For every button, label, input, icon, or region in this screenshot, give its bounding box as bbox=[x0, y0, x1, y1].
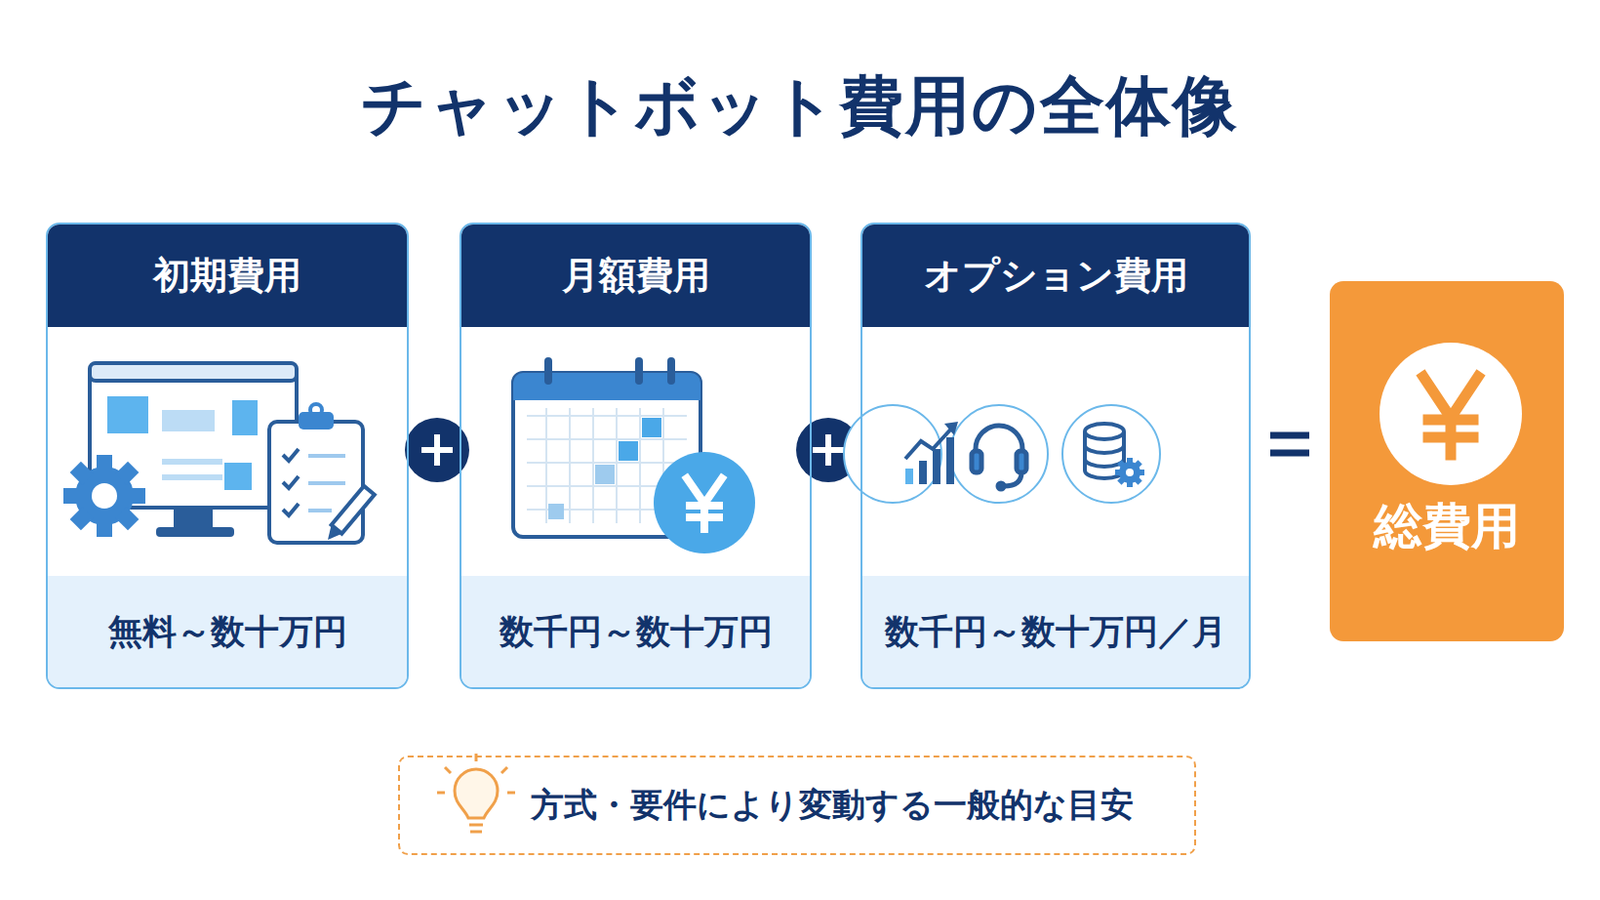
database-icon bbox=[1084, 423, 1145, 487]
card-heading: 初期費用 bbox=[47, 224, 407, 327]
yen-circle bbox=[1379, 342, 1522, 485]
clipboard-icon bbox=[269, 403, 375, 544]
total-label: 総費用 bbox=[1329, 280, 1564, 560]
card-heading: 月額費用 bbox=[461, 224, 810, 327]
card-heading: オプション費用 bbox=[862, 224, 1249, 327]
option-icon-circle bbox=[843, 404, 1160, 503]
price-range: 数千円～数十万円 bbox=[461, 575, 810, 687]
price-range: 無料～数十万円 bbox=[47, 575, 407, 687]
bulb-icon bbox=[437, 753, 516, 832]
equals-sign bbox=[1270, 435, 1310, 453]
chart-icon bbox=[905, 421, 959, 484]
note-text: 方式・要件により変動する一般的な目安 bbox=[400, 782, 1134, 828]
cost-card: 月額費用数千円～数十万円 bbox=[459, 222, 812, 689]
total-box: 総費用 bbox=[1329, 280, 1564, 641]
cost-card: オプション費用数千円～数十万円／月 bbox=[860, 222, 1251, 689]
diagram-title: チャットボット費用の全体像 bbox=[0, 62, 1600, 151]
total-box-fill bbox=[1329, 280, 1564, 641]
calendar-icon bbox=[513, 357, 756, 554]
yen-symbol bbox=[1423, 376, 1479, 455]
price-range: 数千円～数十万円／月 bbox=[862, 575, 1249, 687]
cost-card: 初期費用無料～数十万円 bbox=[45, 222, 409, 689]
gear-icon bbox=[63, 454, 146, 537]
headset-icon bbox=[971, 425, 1027, 489]
note-box: 方式・要件により変動する一般的な目安 bbox=[398, 755, 1197, 855]
